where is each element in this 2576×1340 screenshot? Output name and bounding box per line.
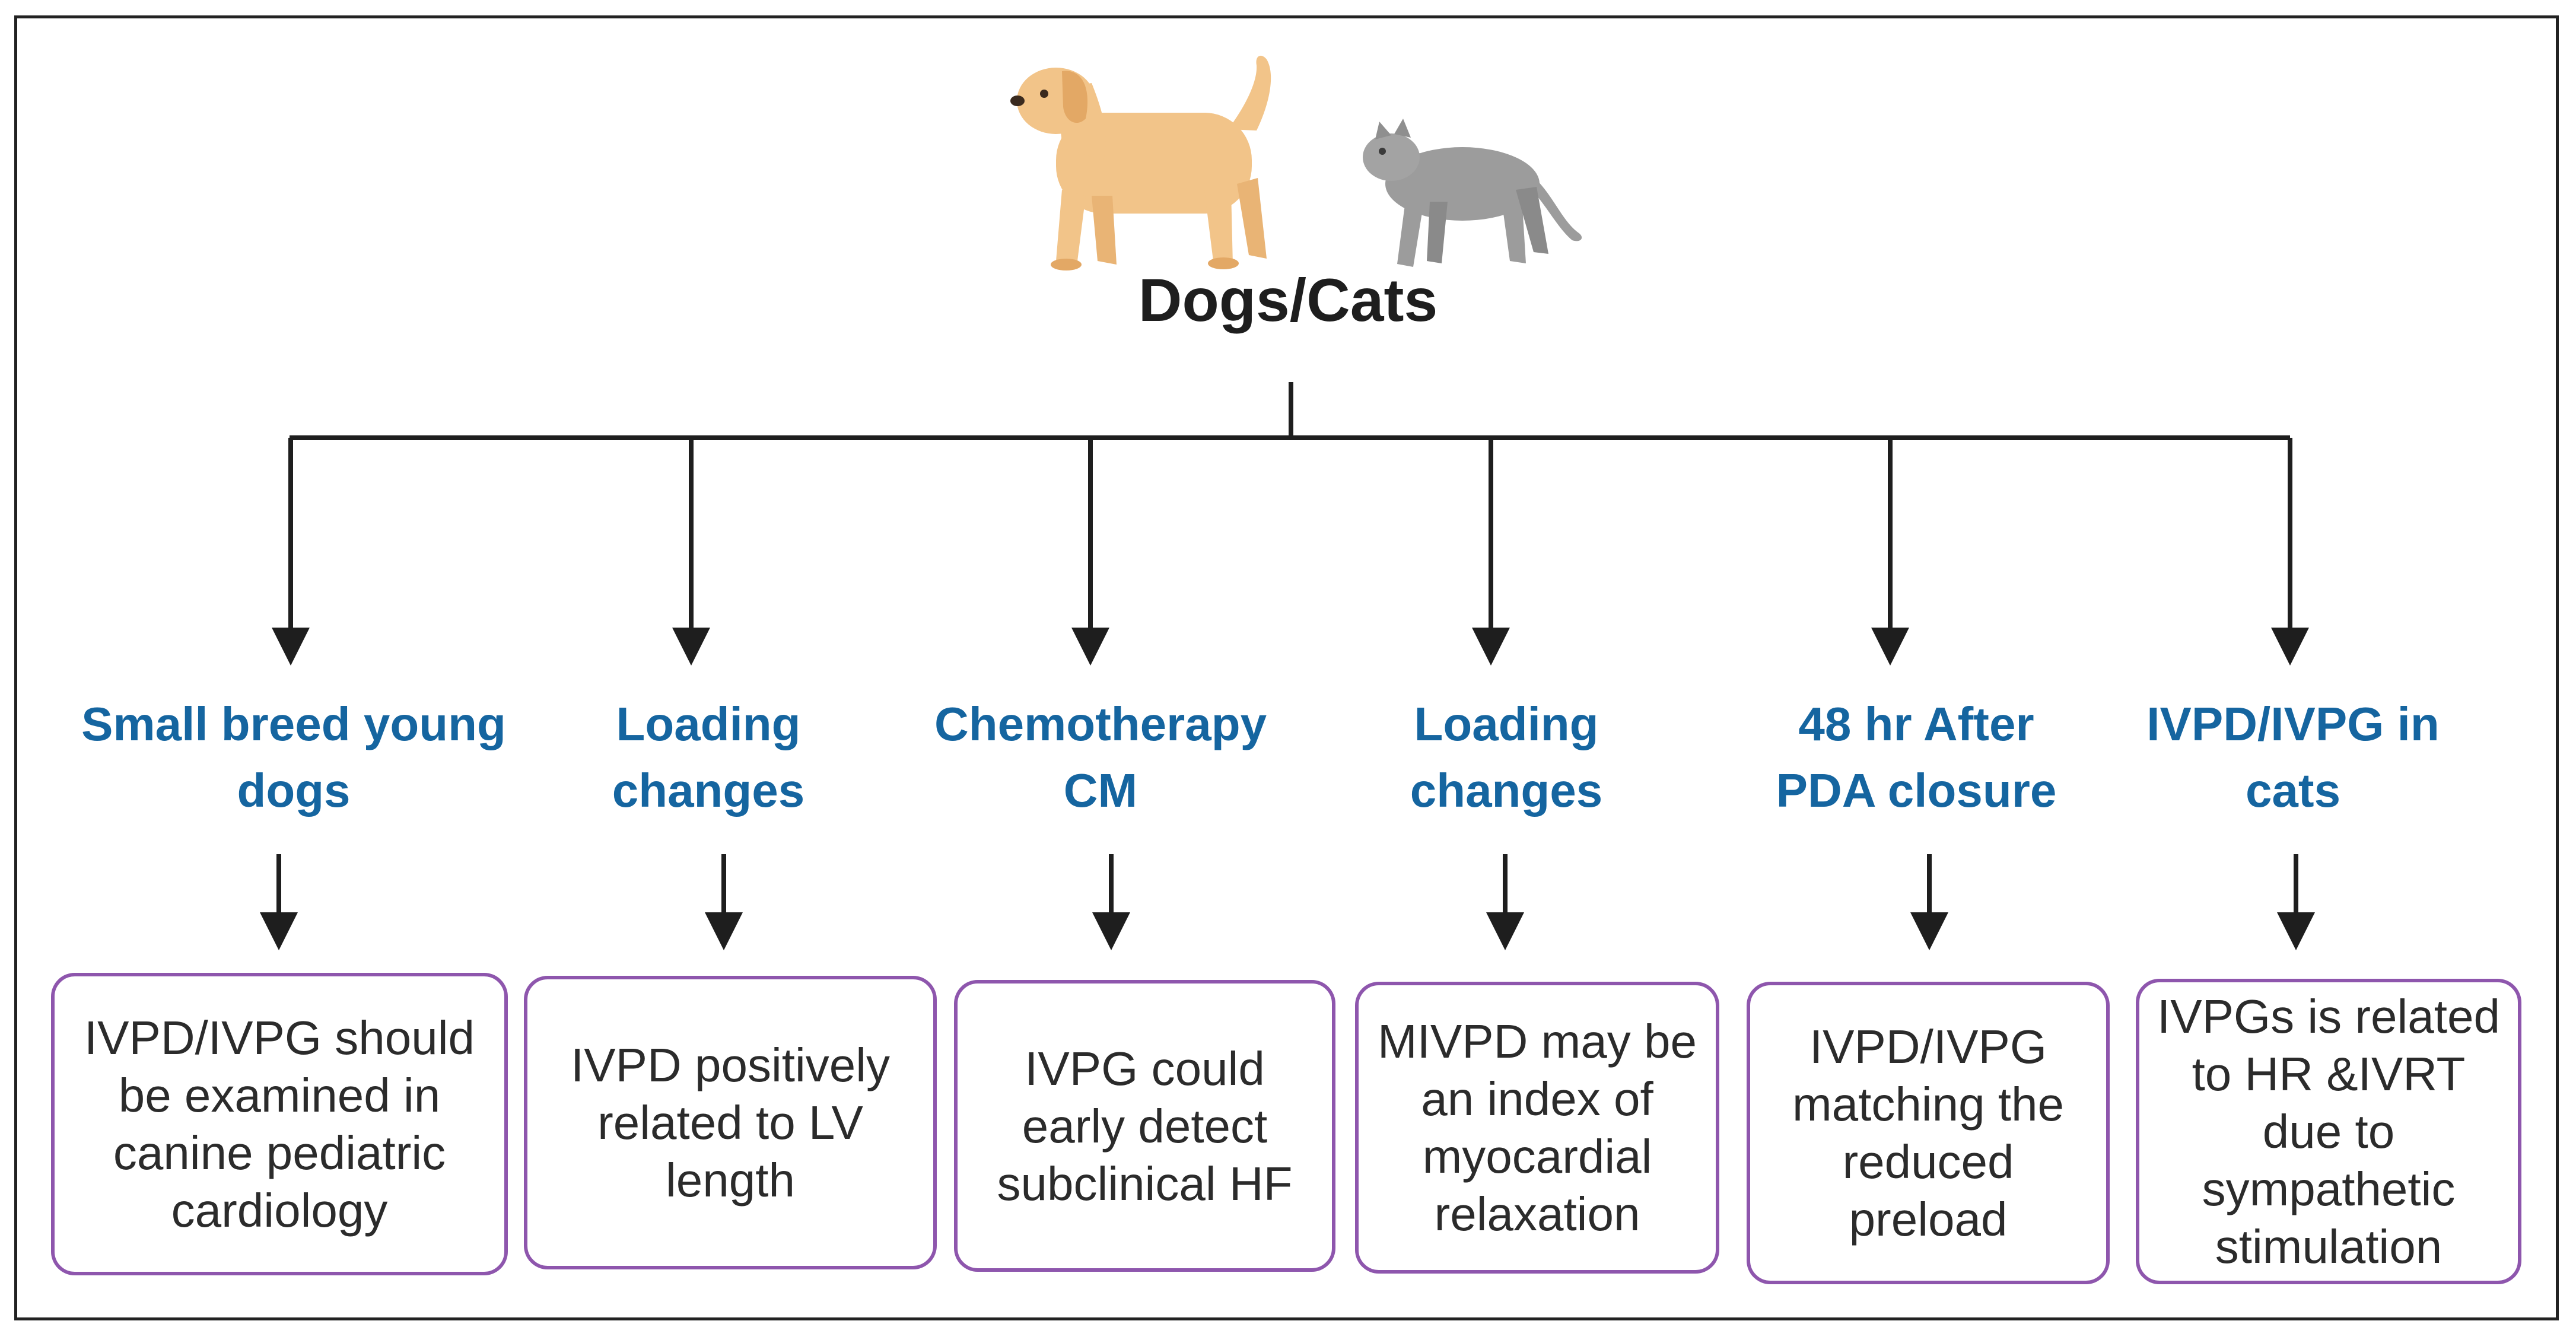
diagram-title: Dogs/Cats: [1138, 266, 1438, 334]
finding-text-3: IVPG could early detect subclinical HF: [997, 1042, 1293, 1210]
lower-arrows: [260, 854, 2315, 950]
category-label-4: Loading changes: [1410, 698, 1603, 817]
figure-frame: [14, 15, 2559, 1320]
finding-box-1: IVPD/IVPG should be examined in canine p…: [51, 973, 508, 1275]
category-label-2: Loading changes: [612, 698, 805, 817]
finding-text-5: IVPD/IVPG matching the reduced preload: [1792, 1020, 2065, 1246]
finding-box-4: MIVPD may be an index of myocardial rela…: [1355, 982, 1719, 1274]
category-label-3: Chemotherapy CM: [934, 698, 1267, 817]
finding-box-2: IVPD positively related to LV length: [524, 976, 937, 1269]
finding-box-3: IVPG could early detect subclinical HF: [954, 980, 1335, 1272]
finding-box-6: IVPGs is related to HR &IVRT due to symp…: [2136, 979, 2521, 1284]
cat-icon: [1363, 119, 1582, 267]
category-label-1: Small breed young dogs: [81, 698, 506, 817]
category-label-6: IVPD/IVPG in cats: [2146, 698, 2440, 817]
finding-text-4: MIVPD may be an index of myocardial rela…: [1378, 1015, 1697, 1240]
finding-box-5: IVPD/IVPG matching the reduced preload: [1747, 982, 2110, 1284]
finding-text-6: IVPGs is related to HR &IVRT due to symp…: [2157, 990, 2500, 1273]
finding-text-2: IVPD positively related to LV length: [571, 1039, 890, 1207]
dog-icon: [1010, 55, 1271, 270]
finding-text-1: IVPD/IVPG should be examined in canine p…: [84, 1011, 475, 1237]
category-label-5: 48 hr After PDA closure: [1776, 698, 2057, 817]
upper-arrows: [272, 438, 2309, 666]
